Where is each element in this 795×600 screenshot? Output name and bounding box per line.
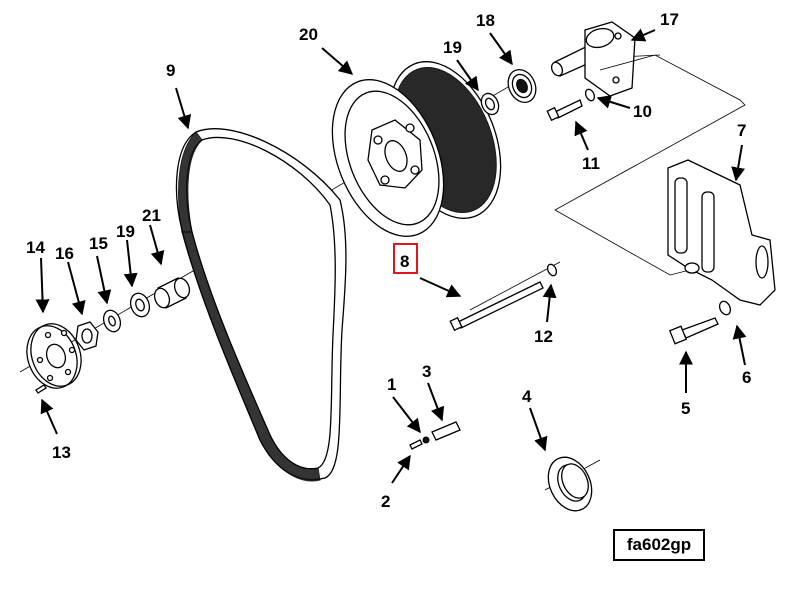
callout-13[interactable]: 13	[52, 443, 71, 462]
seal-ring	[547, 456, 593, 512]
washers-15-19	[102, 292, 151, 333]
callout-labels: 1 2 3 4 5 6 7 8 9 10 11 12 13 14 15 16 1…	[26, 10, 751, 511]
callout-17[interactable]: 17	[660, 10, 679, 29]
callout-5[interactable]: 5	[681, 399, 690, 418]
callout-15[interactable]: 15	[89, 234, 108, 253]
callout-12[interactable]: 12	[534, 327, 553, 346]
callout-10[interactable]: 10	[633, 102, 652, 121]
callout-14[interactable]: 14	[26, 238, 45, 257]
callout-3[interactable]: 3	[422, 362, 431, 381]
long-bolt	[449, 263, 558, 332]
callout-9[interactable]: 9	[166, 61, 175, 80]
bolt-washer-5-6	[668, 300, 732, 345]
pulley	[331, 61, 502, 237]
callout-4[interactable]: 4	[522, 387, 532, 406]
sleeve	[153, 277, 191, 309]
callout-19-upper[interactable]: 19	[443, 38, 462, 57]
nut	[75, 321, 99, 351]
bracket	[667, 159, 776, 306]
callout-18[interactable]: 18	[476, 11, 495, 30]
belt	[175, 128, 347, 482]
bearing	[507, 68, 537, 104]
seal-washer-upper	[480, 92, 500, 116]
callout-1[interactable]: 1	[387, 375, 396, 394]
figure-code-label: fa602gp	[613, 529, 705, 561]
selected-callout-highlight	[393, 243, 418, 274]
clip-assembly	[409, 421, 461, 450]
callout-16[interactable]: 16	[55, 244, 74, 263]
leader-arrows	[35, 28, 747, 484]
idler-shaft-bracket	[550, 21, 636, 97]
callout-21[interactable]: 21	[142, 206, 161, 225]
callout-19-lower[interactable]: 19	[116, 222, 135, 241]
callout-11[interactable]: 11	[582, 154, 600, 173]
callout-7[interactable]: 7	[737, 121, 746, 140]
screw	[35, 384, 47, 394]
callout-20[interactable]: 20	[299, 25, 318, 44]
hub-flange	[26, 323, 82, 389]
callout-2[interactable]: 2	[381, 492, 390, 511]
bolt-washer-10-11	[546, 88, 596, 122]
mounting-plate	[554, 54, 751, 276]
callout-8[interactable]: 8	[400, 252, 409, 271]
callout-6[interactable]: 6	[742, 368, 751, 387]
